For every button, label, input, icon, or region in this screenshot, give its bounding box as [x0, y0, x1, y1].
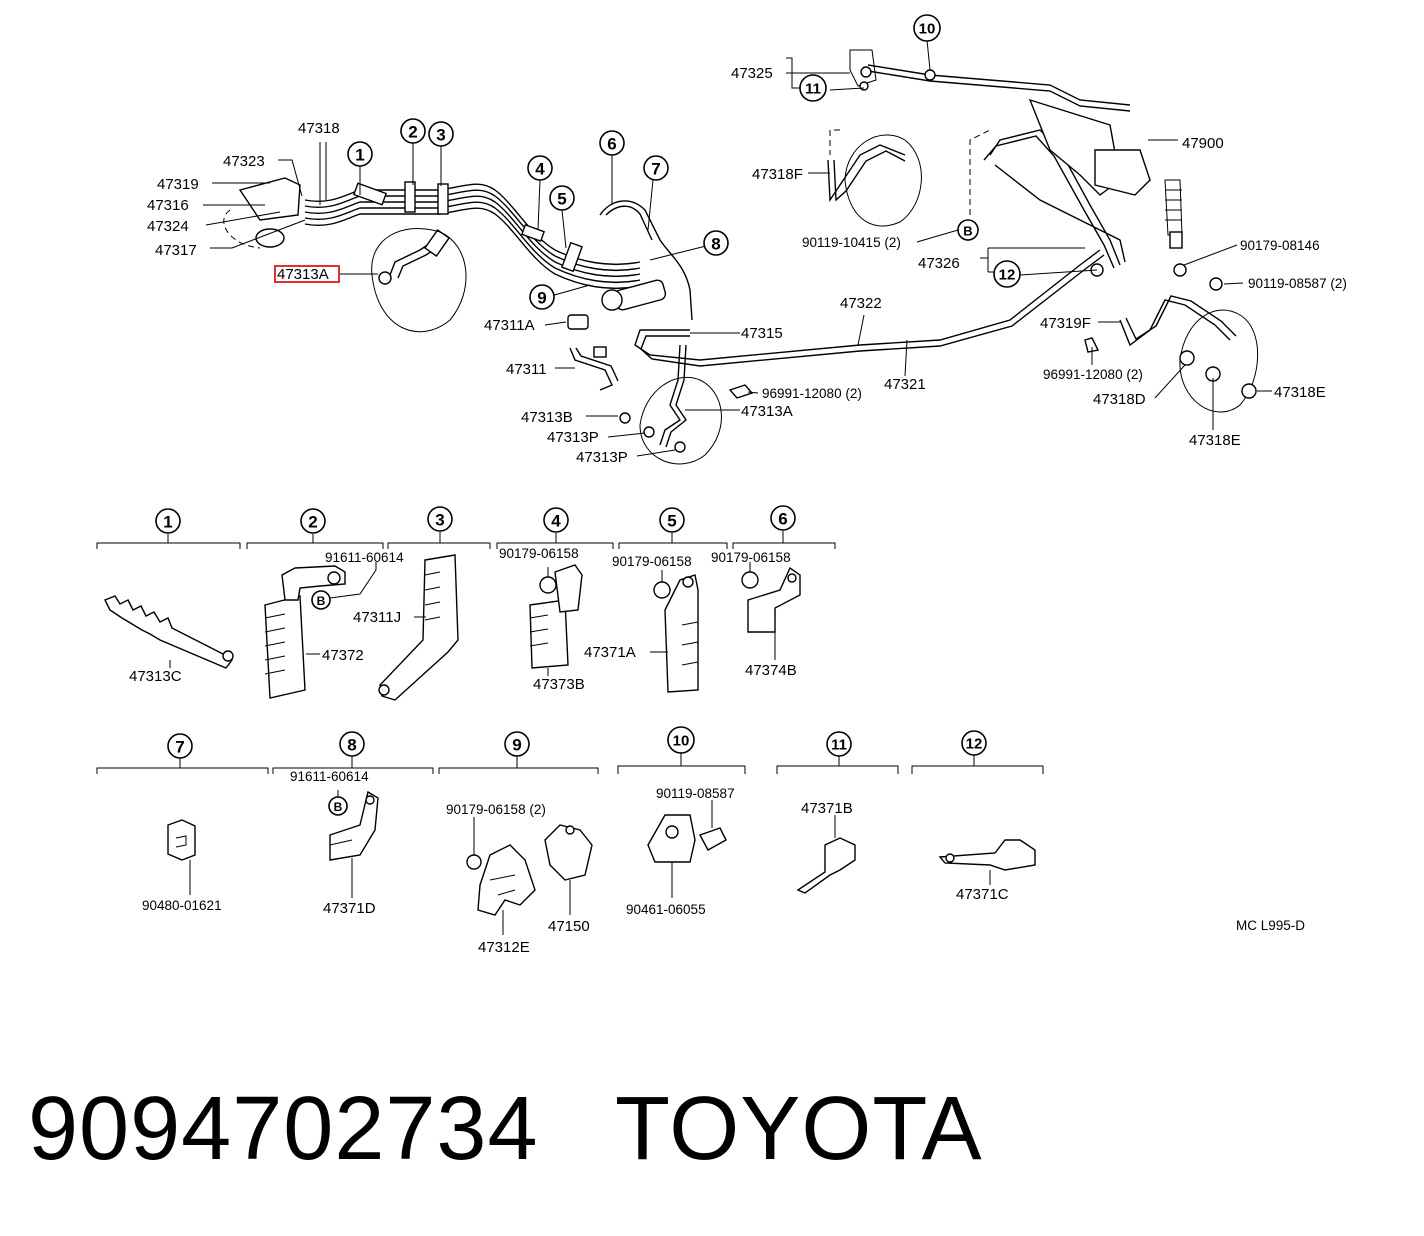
group-4-callout: 4	[551, 512, 561, 531]
detail-row-1: 1 2 3 4 5 6	[96, 505, 836, 701]
part-47374B-label: 47374B	[745, 662, 797, 679]
label-47316: 47316	[147, 197, 189, 214]
label-47324: 47324	[147, 218, 189, 235]
part-47371C-label: 47371C	[956, 886, 1009, 903]
label-47318E: 47318E	[1189, 432, 1241, 449]
fasteners	[378, 66, 1257, 453]
group-6-callout: 6	[778, 510, 787, 529]
part-47371D-label: 47371D	[323, 900, 376, 917]
label-47311A: 47311A	[484, 317, 535, 334]
part-91611-60614-label: 91611-60614	[325, 550, 404, 565]
part-90179-06158-g4-label: 90179-06158	[499, 546, 579, 561]
svg-text:B: B	[963, 224, 972, 239]
callout-1: 1	[355, 146, 364, 165]
group-8-callout: 8	[347, 736, 356, 755]
part-47371A-label: 47371A	[584, 644, 636, 661]
part-90179-06158-g5-label: 90179-06158	[612, 554, 692, 569]
callout-4: 4	[535, 160, 545, 179]
callout-6: 6	[607, 135, 616, 154]
callout-5: 5	[557, 190, 566, 209]
label-47317: 47317	[155, 242, 197, 259]
rotor-outlines	[371, 129, 1259, 465]
svg-text:B: B	[317, 594, 326, 608]
group-7-callout: 7	[175, 738, 184, 757]
label-47318F: 47318F	[752, 166, 803, 183]
callout-10: 10	[919, 21, 936, 38]
part-47150-label: 47150	[548, 918, 590, 935]
label-47323: 47323	[223, 153, 265, 170]
drawing-code: MC L995-D	[1236, 918, 1305, 933]
highlight-box	[274, 265, 340, 283]
label-47315: 47315	[741, 325, 783, 342]
callout-8: 8	[711, 235, 720, 254]
label-47318: 47318	[298, 120, 340, 137]
svg-text:B: B	[334, 800, 343, 814]
label-47321: 47321	[884, 376, 926, 393]
label-47313A-highlighted[interactable]: 47313A	[277, 266, 329, 283]
callout-12: 12	[999, 267, 1016, 284]
label-47325: 47325	[731, 65, 773, 82]
callout-11: 11	[805, 81, 821, 98]
label-47900: 47900	[1182, 135, 1224, 152]
label-47319F: 47319F	[1040, 315, 1091, 332]
part-90179-06158-2-label: 90179-06158 (2)	[446, 802, 546, 817]
label-47313A: 47313A	[741, 403, 793, 420]
part-47311J-label: 47311J	[353, 609, 401, 626]
part-47313C-label: 47313C	[129, 668, 182, 685]
group-2-callout: 2	[308, 513, 317, 532]
label-47313P-a: 47313P	[547, 429, 599, 446]
label-90119-08587: 90119-08587 (2)	[1248, 276, 1347, 291]
group-3-callout: 3	[435, 511, 444, 530]
callout-7: 7	[651, 160, 660, 179]
label-47319: 47319	[157, 176, 199, 193]
footer-part-number: 9094702734	[28, 1079, 539, 1179]
group-5-callout: 5	[667, 512, 676, 531]
part-47373B-label: 47373B	[533, 676, 585, 693]
top-part-labels: 47325 47318 47323 47319 47316 47324 4731…	[147, 65, 1347, 466]
callout-2: 2	[408, 123, 417, 142]
leader-lines	[203, 39, 1272, 457]
main-brake-pipe-bundle	[223, 49, 1237, 448]
part-90461-06055-label: 90461-06055	[626, 902, 706, 917]
label-47326: 47326	[918, 255, 960, 272]
b-marker-top: B	[957, 219, 979, 241]
callout-9: 9	[537, 289, 546, 308]
group-12-callout: 12	[966, 736, 983, 753]
group-10-callout: 10	[673, 733, 690, 750]
group-1-callout: 1	[163, 513, 172, 532]
label-47318E-right: 47318E	[1274, 384, 1326, 401]
label-47313B: 47313B	[521, 409, 573, 426]
label-47322: 47322	[840, 295, 882, 312]
group-9-callout: 9	[512, 736, 521, 755]
label-96991-12080-a: 96991-12080 (2)	[762, 386, 862, 401]
part-47372-label: 47372	[322, 647, 364, 664]
part-91611-60614-g8-label: 91611-60614	[290, 769, 369, 784]
part-90480-01621-label: 90480-01621	[142, 898, 222, 913]
part-90119-08587-label: 90119-08587	[656, 786, 735, 801]
label-47318D: 47318D	[1093, 391, 1146, 408]
part-47312E-label: 47312E	[478, 939, 530, 956]
part-47371B-label: 47371B	[801, 800, 853, 817]
label-90179-08146: 90179-08146	[1240, 238, 1320, 253]
label-96991-12080-b: 96991-12080 (2)	[1043, 367, 1143, 382]
detail-row-2: 7 8 9 10 11 12	[96, 726, 1305, 956]
top-callouts: 1 2 3 4 5 6 7 8 9 10 11 12	[347, 14, 1021, 310]
callout-3: 3	[436, 126, 445, 145]
footer-title: 9094702734 TOYOTA	[28, 1078, 983, 1181]
group-11-callout: 11	[831, 737, 847, 754]
label-90119-10415: 90119-10415 (2)	[802, 235, 901, 250]
footer-brand: TOYOTA	[614, 1079, 983, 1179]
label-47313P-b: 47313P	[576, 449, 628, 466]
label-47311: 47311	[506, 361, 547, 378]
part-90179-06158-g6-label: 90179-06158	[711, 550, 791, 565]
